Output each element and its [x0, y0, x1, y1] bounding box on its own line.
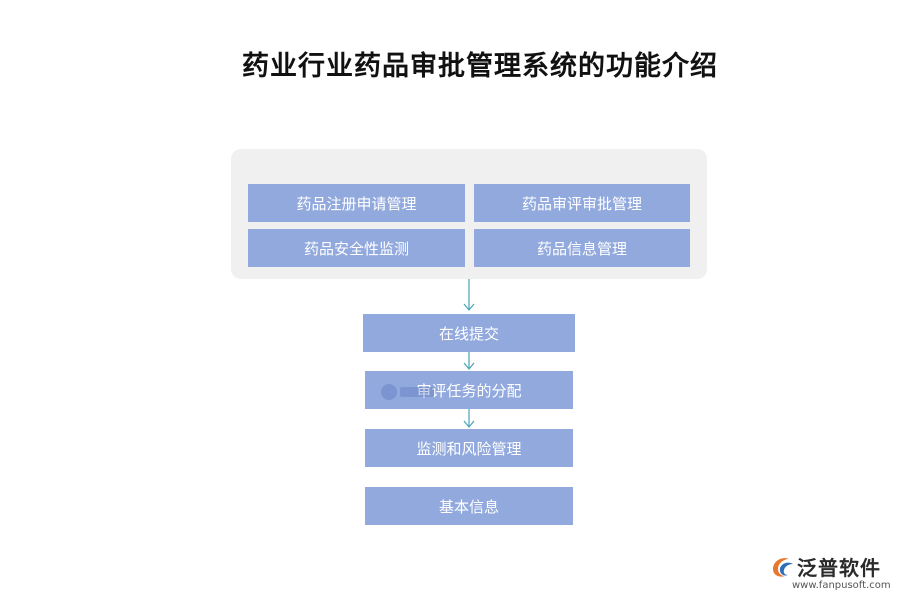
flow-step-online-submit: 在线提交 — [363, 314, 575, 352]
flow-step-task-assignment: 审评任务的分配 — [365, 371, 573, 409]
connector-arrow-panel-to-submit — [463, 279, 475, 311]
page-title: 药业行业药品审批管理系统的功能介绍 — [242, 51, 718, 82]
connector-arrow-submit-to-assign — [463, 352, 475, 370]
module-box-safety-monitoring: 药品安全性监测 — [248, 229, 465, 267]
brand-swirl-icon — [773, 558, 793, 577]
module-box-registration: 药品注册申请管理 — [248, 184, 465, 222]
watermark-mark-icon — [381, 384, 397, 400]
connector-arrow-assign-to-monitoring — [463, 409, 475, 428]
brand-logo: 泛普软件 www.fanpusoft.com — [770, 552, 894, 594]
flow-step-basic-info: 基本信息 — [365, 487, 573, 525]
flow-step-risk-monitoring: 监测和风险管理 — [365, 429, 573, 467]
module-box-review-approval: 药品审评审批管理 — [474, 184, 690, 222]
watermark-text-shape — [400, 387, 434, 397]
watermark-logo — [381, 382, 439, 402]
brand-name: 泛普软件 — [797, 556, 881, 580]
module-box-info-management: 药品信息管理 — [474, 229, 690, 267]
brand-url: www.fanpusoft.com — [792, 580, 891, 591]
